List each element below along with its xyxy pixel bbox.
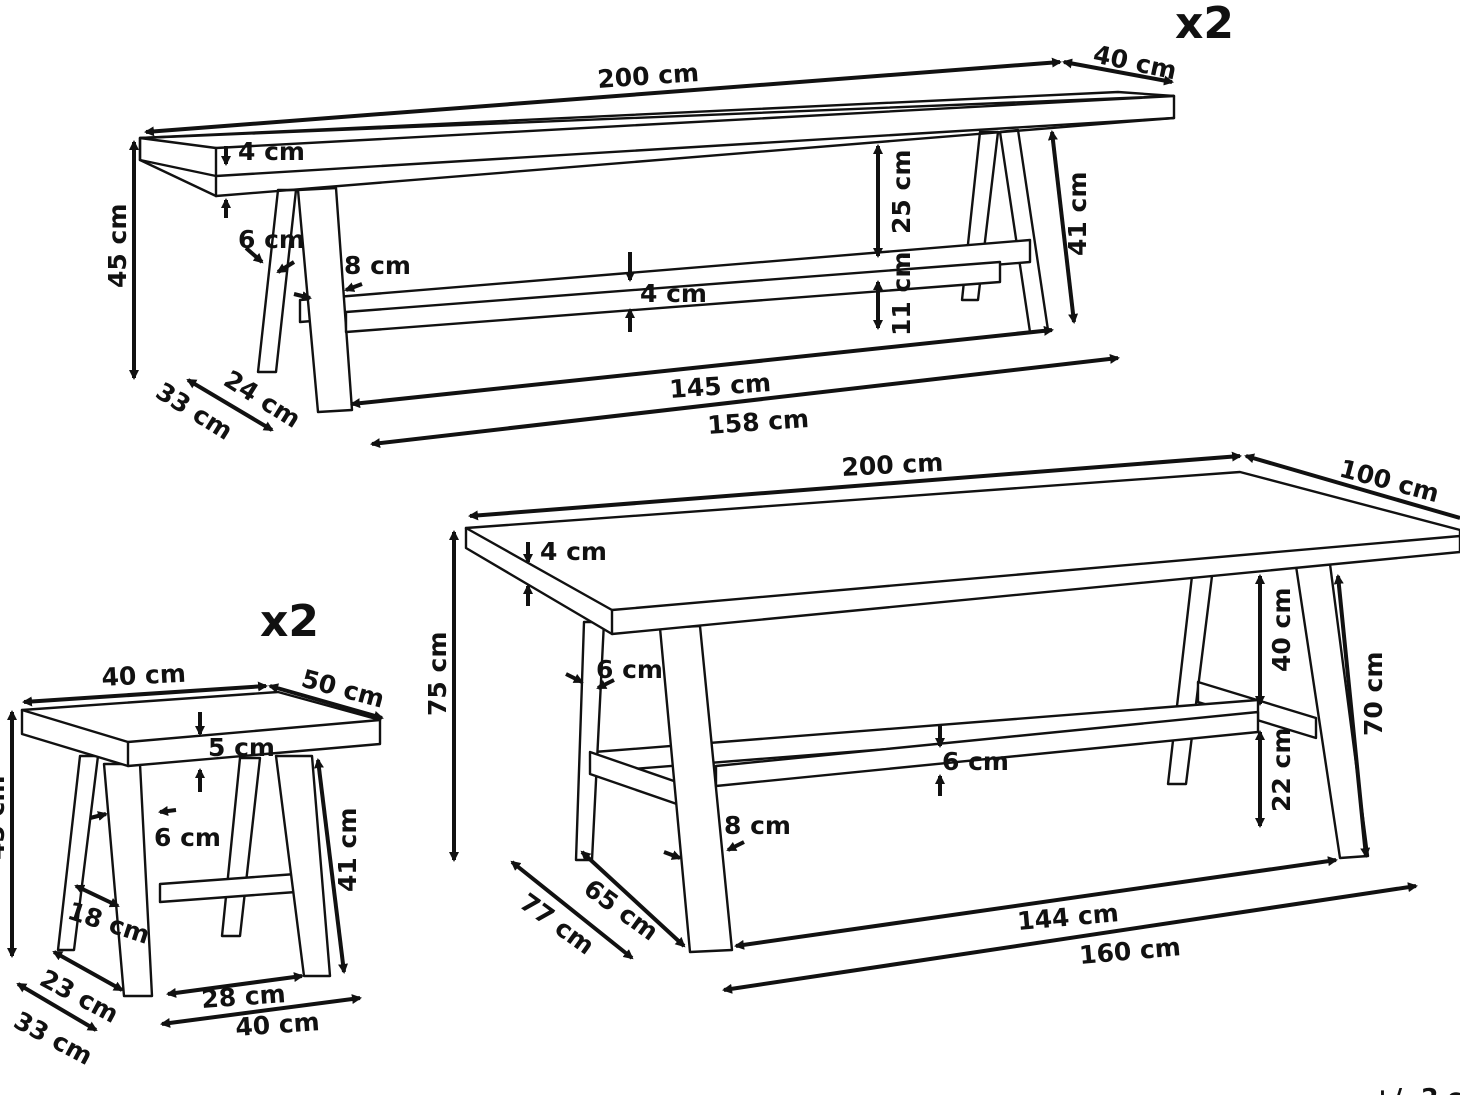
stool-dimension-labels: x2 40 cm 50 cm 45 cm 5 cm 6 cm 41 cm 18 … bbox=[0, 596, 387, 1071]
table-top-thickness-label: 4 cm bbox=[540, 537, 607, 566]
stool-foot-outer-label: 33 cm bbox=[9, 1006, 97, 1071]
bench-height-label: 45 cm bbox=[103, 204, 132, 288]
stool-height-label: 45 cm bbox=[0, 776, 10, 860]
bench-length-label: 200 cm bbox=[596, 58, 700, 94]
stool-leg-height-label: 41 cm bbox=[333, 808, 362, 892]
bench-clearance-label: 25 cm bbox=[887, 150, 916, 234]
bench-dimension-labels: x2 200 cm 40 cm 45 cm 4 cm 6 cm 8 cm 4 c… bbox=[103, 0, 1234, 446]
bench-outer-span-label: 158 cm bbox=[706, 404, 810, 440]
table-height-label: 75 cm bbox=[423, 632, 452, 716]
stool-width-label: 40 cm bbox=[101, 659, 187, 692]
bench-leg-width-label: 6 cm bbox=[238, 225, 305, 254]
bench-leg-height-label: 41 cm bbox=[1063, 172, 1092, 256]
tolerance-note: +/- 2 cm bbox=[1372, 1083, 1460, 1095]
stool-leg-width-label: 6 cm bbox=[154, 823, 221, 852]
table-outer-span-label: 160 cm bbox=[1078, 932, 1182, 970]
stool-outer-span-label: 40 cm bbox=[234, 1007, 320, 1042]
quantity-bench: x2 bbox=[1175, 0, 1234, 49]
stool-top-thickness-label: 5 cm bbox=[208, 733, 275, 762]
table-depth-label: 100 cm bbox=[1336, 454, 1442, 508]
table-stretcher-height-label: 6 cm bbox=[942, 747, 1009, 776]
bench-stretcher-height-label: 4 cm bbox=[640, 279, 707, 308]
table-dimension-lines bbox=[449, 451, 1460, 994]
quantity-stool: x2 bbox=[260, 596, 319, 647]
stool-inner-span-label: 28 cm bbox=[200, 979, 286, 1014]
stool-dimension-lines bbox=[7, 681, 384, 1032]
bench-dimension-lines bbox=[129, 57, 1174, 449]
table-leg-height-label: 70 cm bbox=[1359, 652, 1388, 736]
bench-depth-label: 40 cm bbox=[1091, 40, 1180, 86]
bench-inner-span-label: 145 cm bbox=[668, 368, 772, 404]
bench-stretcher-floor-label: 11 cm bbox=[887, 252, 916, 336]
table-leg-width-label: 6 cm bbox=[596, 655, 663, 684]
bench-leg-depth-label: 8 cm bbox=[344, 251, 411, 280]
bench-top-thickness-label: 4 cm bbox=[238, 137, 305, 166]
table-length-label: 200 cm bbox=[841, 448, 944, 482]
table-leg-depth-label: 8 cm bbox=[724, 811, 791, 840]
table-stretcher-floor-label: 22 cm bbox=[1267, 728, 1296, 812]
table-clearance-label: 40 cm bbox=[1267, 588, 1296, 672]
